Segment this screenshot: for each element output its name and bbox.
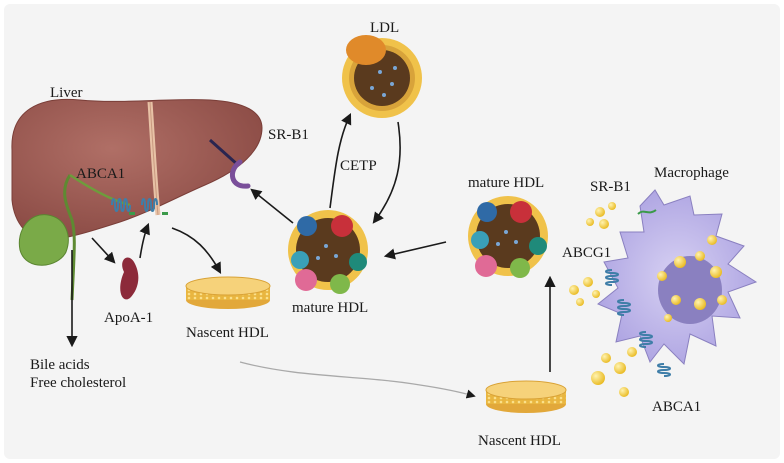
abca1-liver-label: ABCA1 [76, 166, 126, 182]
macrophage-label: Macrophage [654, 165, 729, 181]
cetp-label: CETP [340, 158, 377, 174]
cholesterol-droplets [569, 202, 637, 397]
abcg1-label: ABCG1 [562, 245, 612, 261]
macrophage-transporters [605, 269, 671, 377]
macrophage-srb1-receptor [637, 209, 657, 215]
nascent-hdl-disc-bottom [485, 380, 567, 413]
liver-transporter-ends [129, 212, 168, 215]
liver-transporters [111, 198, 158, 212]
nascent-hdl-left-label: Nascent HDL [186, 325, 269, 341]
free-cholesterol-label: Free cholesterol [30, 375, 127, 391]
macrophage-cell [597, 189, 758, 366]
mature-hdl-right-label: mature HDL [468, 175, 545, 191]
mature-hdl-center-particle [288, 210, 368, 294]
nascent-hdl-transport-arrow [239, 361, 476, 399]
srb1-liver-label: SR-B1 [268, 127, 309, 143]
liver-label: Liver [50, 85, 83, 101]
srb1-macrophage-label: SR-B1 [590, 179, 631, 195]
liver-illustration [11, 98, 263, 301]
mature-hdl-center-label: mature HDL [292, 300, 369, 316]
abca1-macrophage-label: ABCA1 [652, 399, 702, 415]
ldl-label: LDL [370, 20, 400, 36]
srb1-receptor-liver [209, 138, 251, 189]
mature-hdl-right-particle [468, 196, 548, 278]
nascent-hdl-disc-left [185, 276, 271, 309]
pathway-arrows [66, 112, 556, 372]
apoa1-label: ApoA-1 [104, 310, 154, 326]
bile-acids-label: Bile acids [30, 357, 90, 373]
nascent-hdl-bottom-label: Nascent HDL [478, 433, 561, 449]
apoa1-protein [120, 257, 139, 300]
ldl-particle [342, 35, 422, 118]
